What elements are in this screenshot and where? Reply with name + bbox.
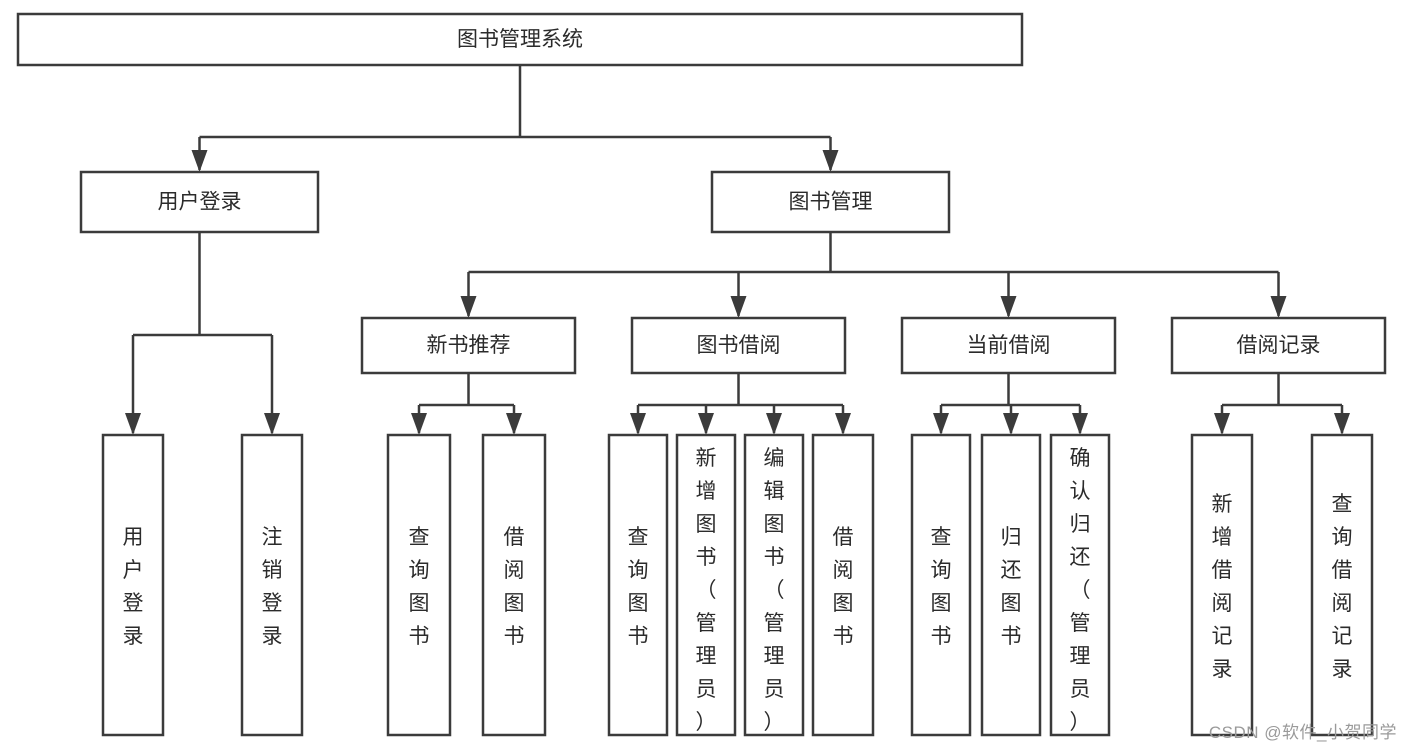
l3-1-0-arrow-1-icon [506, 413, 522, 435]
node-l3-新书推荐-label: 新书推荐 [427, 334, 511, 357]
node-root-图书管理系统-rect[interactable] [16, 12, 1024, 67]
l3-1-0-arrow-0-icon [411, 413, 427, 435]
node-l3-图书借阅-label: 图书借阅 [697, 334, 781, 357]
l3-1-2-arrow-1-icon [1003, 413, 1019, 435]
node-l2-图书管理[interactable]: 图书管理 [710, 170, 951, 234]
node-l3-借阅记录-rect[interactable] [1170, 316, 1387, 375]
node-leaf-注销登录-label: 注销登录 [262, 526, 283, 648]
node-leaf-查询借阅记录-label: 查询借阅记录 [1332, 493, 1353, 681]
node-l3-图书借阅[interactable]: 图书借阅 [630, 316, 847, 375]
node-leaf-查询图书-label: 查询图书 [931, 526, 952, 648]
node-leaf-查询借阅记录[interactable]: 查询借阅记录 [1310, 433, 1374, 737]
node-leaf-查询图书-rect[interactable] [386, 433, 452, 737]
node-leaf-确认归还管理员[interactable]: 确认归还（管理员） [1049, 433, 1111, 737]
node-l3-借阅记录[interactable]: 借阅记录 [1170, 316, 1387, 375]
node-leaf-新增图书管理员-label: 新增图书（管理员） [696, 447, 717, 734]
node-leaf-查询图书[interactable]: 查询图书 [386, 433, 452, 737]
node-root-图书管理系统[interactable]: 图书管理系统 [16, 12, 1024, 67]
node-leaf-查询图书[interactable]: 查询图书 [910, 433, 972, 737]
node-leaf-借阅图书[interactable]: 借阅图书 [481, 433, 547, 737]
l2-1-arrow-1-icon [730, 296, 747, 318]
node-leaf-查询图书-rect[interactable] [607, 433, 669, 737]
node-leaf-查询图书-rect[interactable] [910, 433, 972, 737]
node-leaf-确认归还管理员-rect[interactable] [1049, 433, 1111, 737]
l3-1-2-arrow-2-icon [1072, 413, 1088, 435]
root-arrow-0-icon [191, 150, 208, 172]
node-leaf-借阅图书-label: 借阅图书 [504, 526, 525, 648]
l3-1-1-arrow-2-icon [766, 413, 782, 435]
l3-1-1-arrow-1-icon [698, 413, 714, 435]
node-leaf-新增借阅记录-rect[interactable] [1190, 433, 1254, 737]
node-leaf-查询图书[interactable]: 查询图书 [607, 433, 669, 737]
l3-1-3-arrow-1-icon [1334, 413, 1350, 435]
l2-1-arrow-2-icon [1000, 296, 1017, 318]
node-leaf-借阅图书-label: 借阅图书 [833, 526, 854, 648]
node-leaf-编辑图书管理员[interactable]: 编辑图书（管理员） [743, 433, 805, 737]
node-leaf-注销登录-rect[interactable] [240, 433, 304, 737]
l3-1-3-arrow-0-icon [1214, 413, 1230, 435]
node-leaf-借阅图书-rect[interactable] [811, 433, 875, 737]
node-l2-图书管理-label: 图书管理 [789, 191, 873, 214]
node-leaf-用户登录[interactable]: 用户登录 [101, 433, 165, 737]
node-leaf-借阅图书[interactable]: 借阅图书 [811, 433, 875, 737]
node-leaf-借阅图书-rect[interactable] [481, 433, 547, 737]
node-l3-新书推荐[interactable]: 新书推荐 [360, 316, 577, 375]
node-leaf-新增借阅记录-label: 新增借阅记录 [1212, 493, 1233, 681]
node-leaf-编辑图书管理员-rect[interactable] [743, 433, 805, 737]
node-leaf-归还图书-label: 归还图书 [1001, 526, 1022, 648]
l3-1-2-arrow-0-icon [933, 413, 949, 435]
node-leaf-查询图书-label: 查询图书 [628, 526, 649, 648]
node-l3-图书借阅-rect[interactable] [630, 316, 847, 375]
node-l2-用户登录[interactable]: 用户登录 [79, 170, 320, 234]
node-leaf-确认归还管理员-label: 确认归还（管理员） [1070, 447, 1091, 734]
l2-1-arrow-0-icon [460, 296, 477, 318]
node-root-图书管理系统-label: 图书管理系统 [457, 28, 583, 51]
node-l3-借阅记录-label: 借阅记录 [1237, 334, 1321, 357]
l3-1-1-arrow-3-icon [835, 413, 851, 435]
node-leaf-查询借阅记录-rect[interactable] [1310, 433, 1374, 737]
node-leaf-编辑图书管理员-label: 编辑图书（管理员） [764, 447, 785, 734]
node-leaf-新增图书管理员[interactable]: 新增图书（管理员） [675, 433, 737, 737]
node-l3-当前借阅-label: 当前借阅 [967, 334, 1051, 357]
l2-1-arrow-3-icon [1270, 296, 1287, 318]
l2-0-arrow-0-icon [125, 413, 141, 435]
node-l2-图书管理-rect[interactable] [710, 170, 951, 234]
node-leaf-用户登录-label: 用户登录 [123, 526, 144, 648]
root-arrow-1-icon [822, 150, 839, 172]
l2-0-arrow-1-icon [264, 413, 280, 435]
node-leaf-新增图书管理员-rect[interactable] [675, 433, 737, 737]
node-l3-当前借阅[interactable]: 当前借阅 [900, 316, 1117, 375]
node-leaf-注销登录[interactable]: 注销登录 [240, 433, 304, 737]
node-l3-当前借阅-rect[interactable] [900, 316, 1117, 375]
node-leaf-归还图书[interactable]: 归还图书 [980, 433, 1042, 737]
node-l2-用户登录-label: 用户登录 [158, 191, 242, 214]
node-leaf-用户登录-rect[interactable] [101, 433, 165, 737]
node-leaf-新增借阅记录[interactable]: 新增借阅记录 [1190, 433, 1254, 737]
node-leaf-归还图书-rect[interactable] [980, 433, 1042, 737]
l3-1-1-arrow-0-icon [630, 413, 646, 435]
node-leaf-查询图书-label: 查询图书 [409, 526, 430, 648]
